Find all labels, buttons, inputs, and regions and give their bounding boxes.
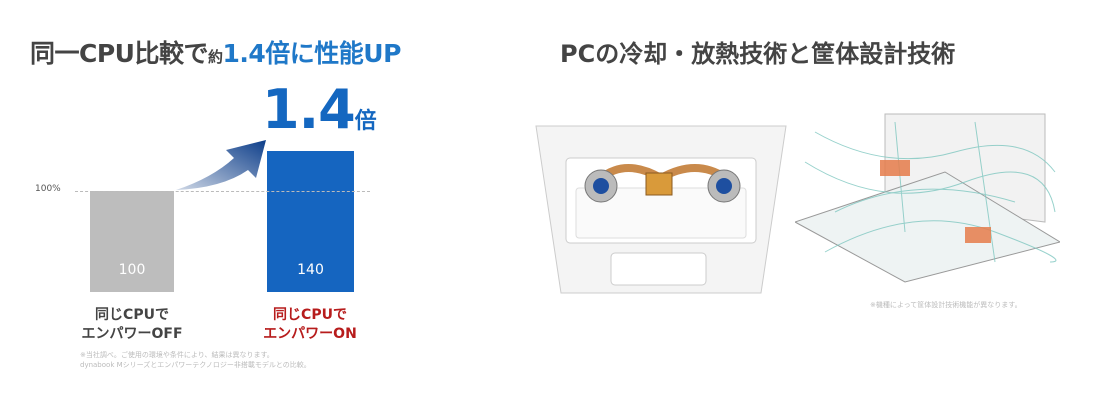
baseline-dashed-line (75, 191, 370, 192)
bar-empower-off: 100 (90, 191, 174, 292)
label-line: 同じCPUで (273, 307, 347, 323)
ratio-callout: 1.4倍 (262, 78, 377, 141)
title-text: 同一CPU比較で (30, 39, 208, 68)
label-line: 同じCPUで (95, 307, 169, 323)
category-label-on: 同じCPUでエンパワーON (240, 306, 380, 344)
note-line: ※当社調べ。ご使用の環境や条件により、結果は異なります。 (80, 351, 274, 359)
airflow-simulation-illustration (795, 113, 1060, 283)
bar-value: 140 (297, 262, 324, 278)
note-line: dynabook Mシリーズとエンパワーテクノロジー非搭載モデルとの比較。 (80, 361, 311, 369)
title-highlight: 1.4倍に性能UP (222, 39, 402, 68)
ratio-number: 1.4 (262, 78, 356, 141)
laptop-heatpipe-illustration (535, 125, 787, 294)
footnote-left: ※当社調べ。ご使用の環境や条件により、結果は異なります。 dynabook Mシリ… (80, 350, 311, 370)
baseline-label: 100% (35, 184, 61, 194)
category-label-off: 同じCPUでエンパワーOFF (62, 306, 202, 344)
footnote-right: ※機種によって筐体設計技術機能が異なります。 (870, 301, 1022, 309)
bar-value: 100 (118, 262, 146, 278)
title-approx: 約 (207, 48, 223, 66)
performance-title: 同一CPU比較で約1.4倍に性能UP (30, 34, 401, 70)
ratio-unit: 倍 (354, 109, 377, 134)
bar-empower-on: 140 (267, 150, 354, 292)
cooling-title: PCの冷却・放熱技術と筐体設計技術 (560, 40, 956, 68)
label-line: エンパワーON (263, 326, 357, 342)
up-arrow-icon (176, 140, 266, 190)
label-line: エンパワーOFF (81, 326, 183, 342)
